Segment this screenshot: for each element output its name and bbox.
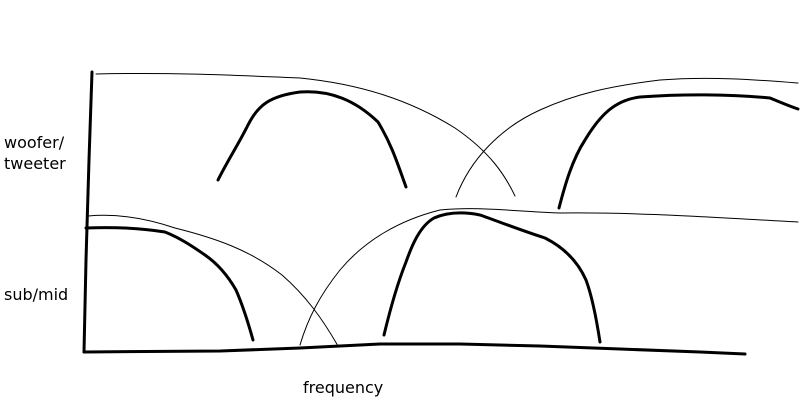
- lower-band-thin-curve-right: [299, 208, 799, 346]
- lower-band-mid-curve: [382, 211, 602, 344]
- upper-band-thin-curve-left: [95, 72, 516, 197]
- upper-band-label-line2: tweeter: [4, 154, 66, 173]
- upper-band-thin-curve-right: [455, 77, 799, 198]
- upper-band-woofer-curve: [216, 90, 408, 189]
- lower-band-thin-curve-left: [87, 214, 339, 347]
- lower-band-sub-curve: [84, 226, 255, 342]
- y-axis: [82, 70, 94, 354]
- lower-band-label: sub/mid: [4, 285, 68, 304]
- x-axis-label: frequency: [303, 378, 383, 397]
- upper-band-tweeter-curve: [557, 93, 800, 210]
- upper-band-label-line1: woofer/: [4, 133, 65, 152]
- x-axis: [82, 342, 747, 356]
